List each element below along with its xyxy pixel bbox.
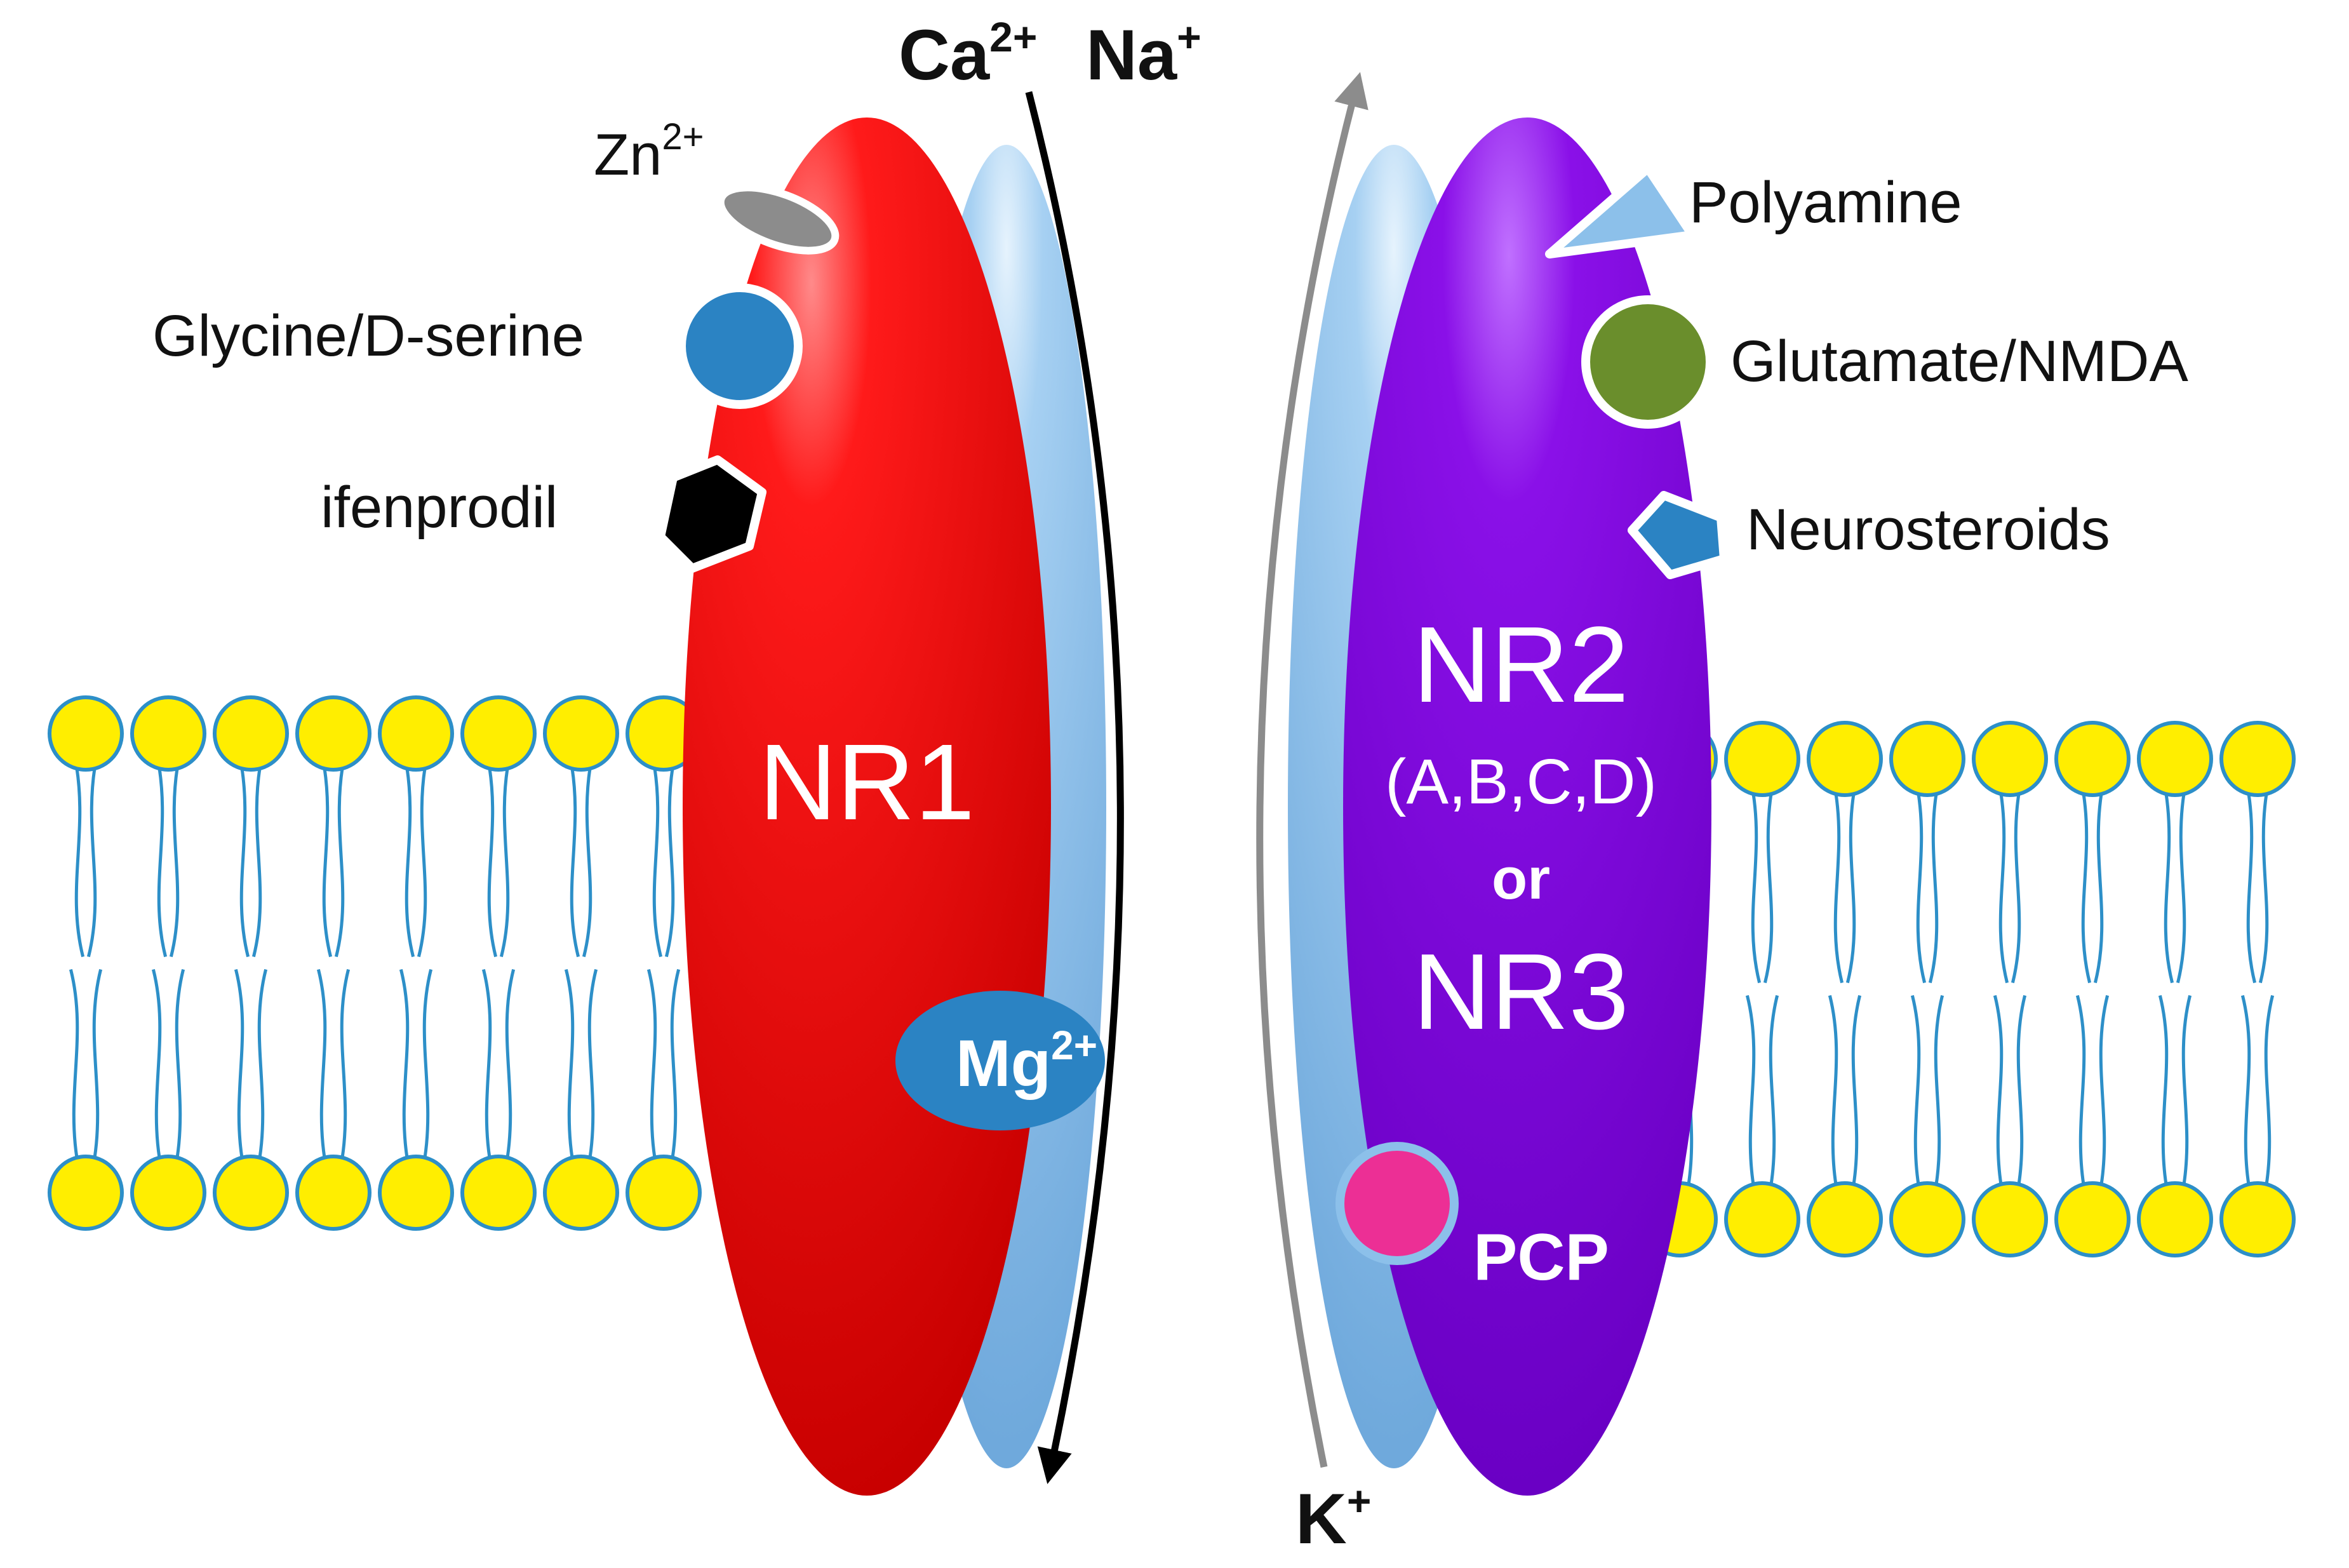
polyamine-site-icon: [1545, 164, 1697, 258]
pcp-label: PCP: [1473, 1221, 1609, 1294]
lipid-molecule: [2219, 721, 2296, 1257]
nr2-nr3-subunit: [1343, 117, 1711, 1496]
lipid-molecule: [1724, 721, 1800, 1257]
lipid-molecule: [378, 695, 454, 1231]
polyamine-label: Polyamine: [1689, 170, 1962, 235]
nr2-label: NR2: [1413, 605, 1629, 725]
na-ion-label: Na+: [1086, 13, 1201, 95]
nr1-subunit: [683, 117, 1051, 1496]
nr2-variants-label: (A,B,C,D): [1385, 746, 1657, 817]
glycine-site-icon: [677, 283, 803, 409]
ca-ion-label: Ca2+: [899, 13, 1037, 95]
glycine-label: Glycine/D-serine: [152, 304, 584, 368]
ifenprodil-site-icon: [656, 455, 766, 573]
ifenprodil-label: ifenprodil: [321, 475, 558, 540]
lipid-molecule: [2054, 721, 2131, 1257]
k-ion-label: K+: [1295, 1477, 1371, 1558]
pcp-site-icon: [1335, 1142, 1459, 1265]
glutamate-label: Glutamate/NMDA: [1730, 329, 2188, 394]
zn-label: Zn2+: [594, 116, 704, 187]
ca-na-influx-arrow: [1025, 91, 1124, 1484]
lipid-molecule: [1889, 721, 1965, 1257]
lipid-molecule: [1807, 721, 1883, 1257]
nr3-label: NR3: [1413, 932, 1629, 1052]
lipid-molecule: [1972, 721, 2048, 1257]
or-label: or: [1492, 847, 1550, 911]
neurosteroids-site-icon: [1628, 491, 1729, 579]
lipid-bilayer-right: [1642, 721, 2296, 1257]
lipid-molecule: [48, 695, 124, 1231]
mg-block-icon: [895, 991, 1105, 1130]
lipid-molecule: [130, 695, 206, 1231]
glutamate-site-icon: [1581, 295, 1715, 429]
k-efflux-arrow: [1256, 72, 1369, 1468]
lipid-molecule: [626, 695, 702, 1231]
lipid-molecule: [543, 695, 619, 1231]
nr1-label: NR1: [759, 722, 975, 843]
lipid-molecule: [2137, 721, 2213, 1257]
lipid-bilayer-left: [48, 695, 702, 1231]
neurosteroids-label: Neurosteroids: [1746, 497, 2110, 562]
lipid-molecule: [295, 695, 371, 1231]
lipid-molecule: [213, 695, 289, 1231]
zn-site-icon: [716, 184, 840, 255]
mg-label: Mg2+: [956, 1022, 1097, 1101]
lipid-molecule: [460, 695, 537, 1231]
